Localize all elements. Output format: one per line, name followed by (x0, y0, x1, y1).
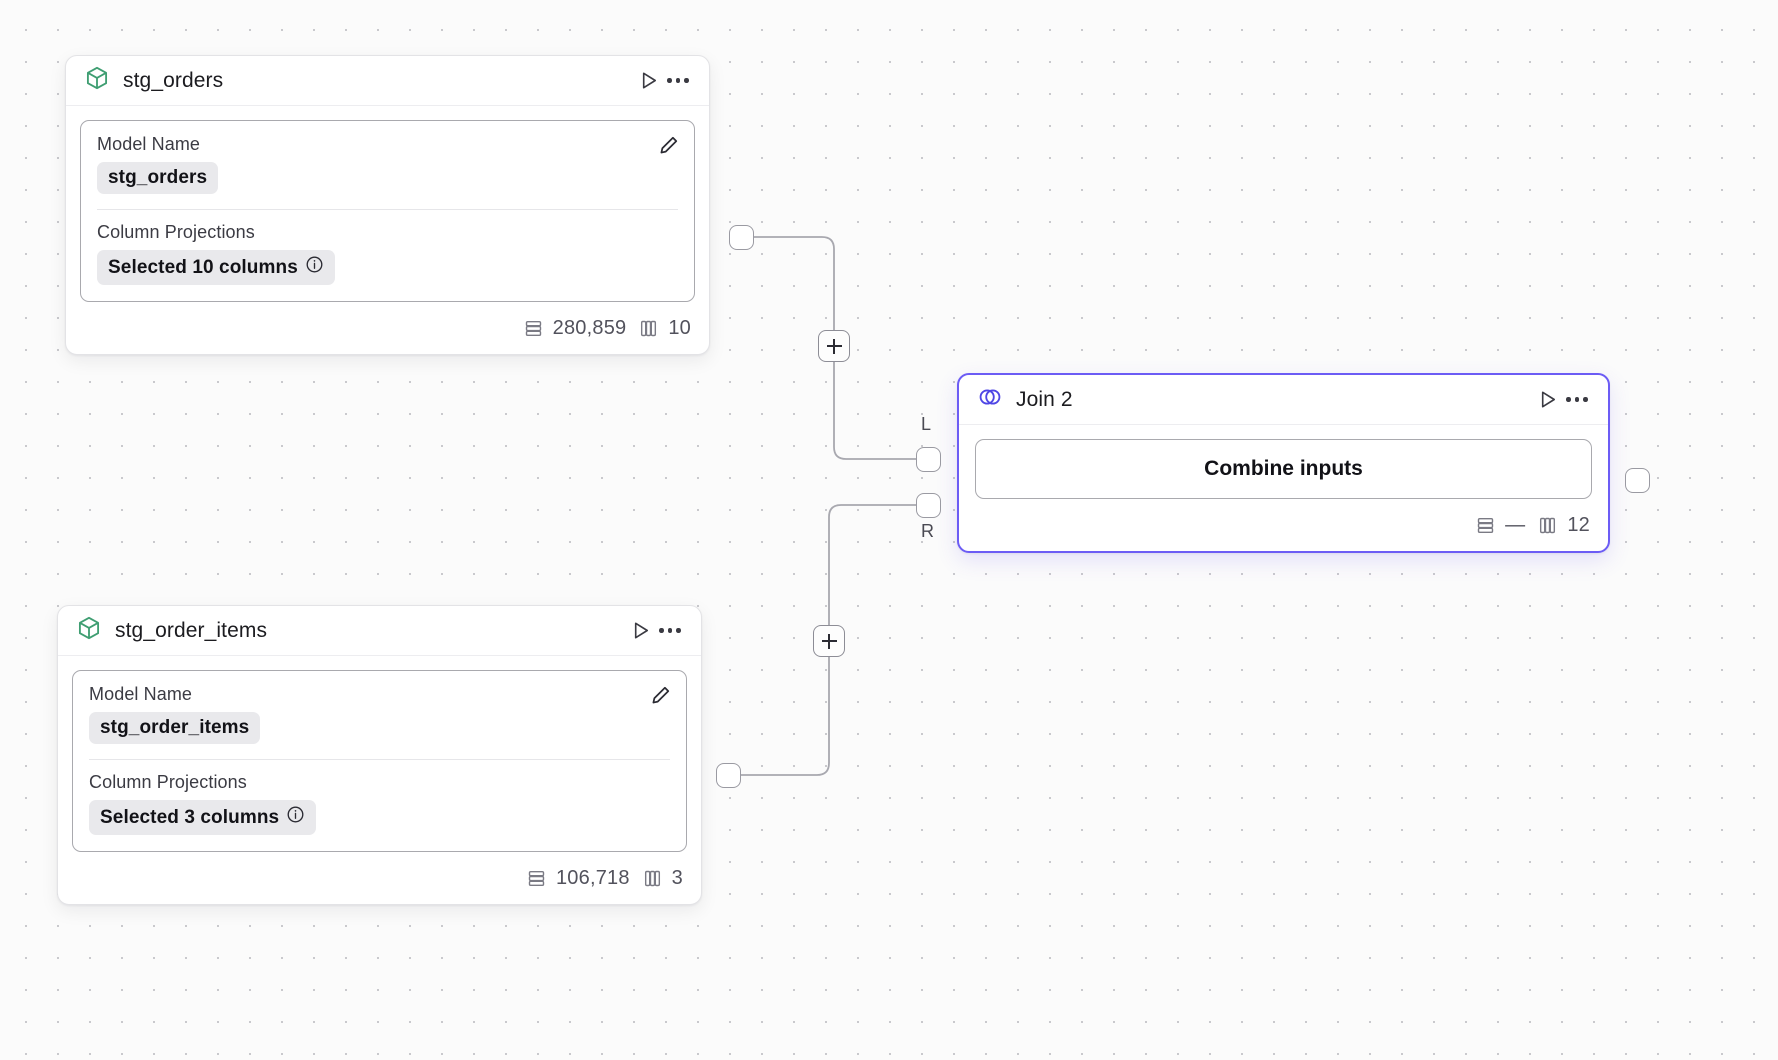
node-footer: 280,859 10 (66, 302, 709, 354)
row-count-value: 280,859 (552, 316, 627, 339)
node-footer: — 12 (959, 499, 1608, 551)
node-title: stg_orders (123, 68, 224, 92)
node-body: Model Name stg_orders Column Projections… (66, 106, 709, 302)
column-projections-value[interactable]: Selected 10 columns (97, 250, 335, 285)
columns-icon (1540, 517, 1556, 533)
run-icon[interactable] (625, 616, 655, 646)
output-port-stg-orders[interactable] (729, 225, 754, 250)
column-projections-label: Column Projections (97, 222, 255, 242)
node-header: stg_orders (66, 56, 709, 106)
model-name-label: Model Name (89, 684, 193, 704)
node-join-2[interactable]: Join 2 Combine inputs — (957, 373, 1610, 553)
more-options-icon[interactable] (655, 616, 685, 646)
input-port-label-right: R (921, 521, 934, 541)
model-config-card: Model Name stg_order_items Column Projec… (72, 670, 687, 852)
node-title: Join 2 (1016, 387, 1073, 411)
edit-pencil-icon[interactable] (654, 131, 682, 159)
run-icon[interactable] (1532, 385, 1562, 415)
node-header: stg_order_items (58, 606, 701, 656)
node-body: Model Name stg_order_items Column Projec… (58, 656, 701, 852)
row-count-stat: — (1475, 514, 1525, 537)
input-port-label-left: L (921, 414, 932, 434)
venn-join-icon (977, 384, 1003, 415)
model-config-card: Model Name stg_orders Column Projections… (80, 120, 695, 302)
node-header: Join 2 (959, 375, 1608, 425)
row-count-stat: 106,718 (526, 867, 630, 890)
model-name-value[interactable]: stg_orders (97, 162, 219, 194)
column-count-value: 10 (668, 316, 691, 339)
rows-icon (1477, 517, 1494, 533)
combine-inputs-button[interactable]: Combine inputs (975, 439, 1592, 499)
node-title: stg_order_items (115, 618, 268, 642)
output-port-stg-order-items[interactable] (716, 763, 741, 788)
column-count-value: 3 (671, 866, 683, 889)
model-name-value[interactable]: stg_order_items (89, 712, 261, 744)
column-projections-value[interactable]: Selected 3 columns (89, 800, 317, 835)
input-port-right[interactable] (916, 493, 941, 518)
node-footer: 106,718 3 (58, 852, 701, 904)
run-icon[interactable] (633, 66, 663, 96)
row-count-stat: 280,859 (523, 317, 627, 340)
info-icon[interactable] (286, 805, 305, 830)
column-count-value: 12 (1567, 513, 1590, 536)
field-divider (97, 209, 678, 210)
rows-icon (528, 870, 545, 886)
output-port-join-2[interactable] (1625, 468, 1650, 493)
rows-icon (525, 320, 541, 336)
node-stg-orders[interactable]: stg_orders Model Name stg_o (65, 55, 710, 355)
more-options-icon[interactable] (1562, 385, 1592, 415)
columns-icon (641, 320, 657, 336)
column-count-stat: 3 (642, 867, 683, 890)
info-icon[interactable] (305, 255, 324, 280)
more-options-icon[interactable] (663, 66, 693, 96)
column-projections-label: Column Projections (89, 772, 247, 792)
column-count-stat: 12 (1537, 514, 1590, 537)
columns-icon (644, 870, 660, 886)
combine-inputs-label: Combine inputs (1204, 457, 1363, 480)
input-port-left[interactable] (916, 447, 941, 472)
field-divider (89, 759, 670, 760)
model-name-label: Model Name (97, 134, 201, 154)
add-node-on-edge-button-top[interactable] (818, 330, 850, 362)
edit-pencil-icon[interactable] (646, 681, 674, 709)
row-count-value: 106,718 (555, 866, 630, 889)
row-count-value: — (1505, 513, 1526, 536)
cube-icon (84, 65, 110, 96)
add-node-on-edge-button-bottom[interactable] (813, 625, 845, 657)
cube-icon (76, 615, 102, 646)
node-stg-order-items[interactable]: stg_order_items Model Name (57, 605, 702, 905)
column-count-stat: 10 (638, 317, 691, 340)
